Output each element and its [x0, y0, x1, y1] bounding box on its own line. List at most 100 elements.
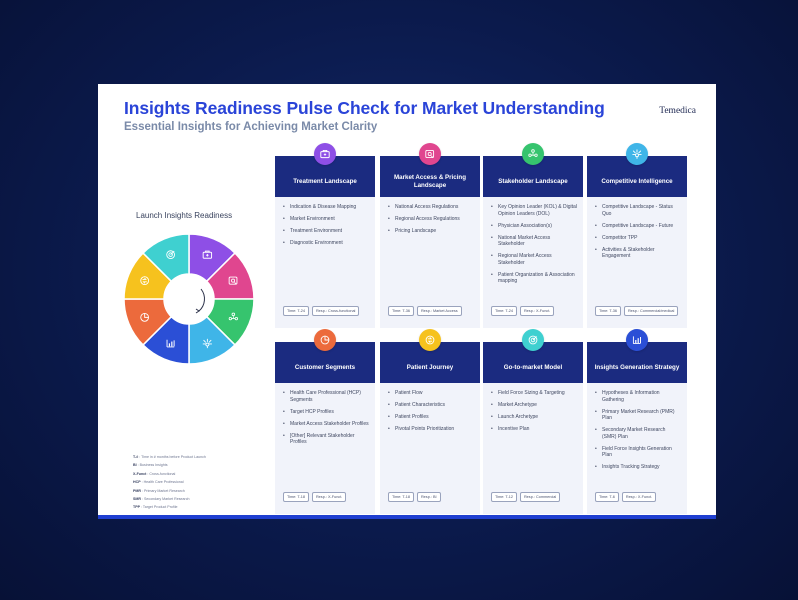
wheel-center	[165, 275, 213, 323]
legend-row: TPP : Target Product Profile	[133, 503, 206, 511]
card-item: Target HCP Profiles	[283, 409, 369, 416]
card-item: Competitive Landscape - Future	[595, 223, 681, 230]
document-sheet: Insights Readiness Pulse Check for Marke…	[98, 84, 716, 519]
card-item: Market Environment	[283, 216, 369, 223]
insight-card: Go-to-market ModelField Force Sizing & T…	[483, 329, 583, 514]
card-item: Key Opinion Leader (KOL) & Digital Opini…	[491, 204, 577, 217]
legend-term: X-Funct	[133, 471, 147, 476]
responsibility-tag: Resp.: X-Funct.	[621, 492, 657, 502]
card-item-list: Field Force Sizing & TargetingMarket Arc…	[491, 390, 577, 438]
time-tag: Time: T-36	[595, 306, 621, 316]
card-item: Field Force Sizing & Targeting	[491, 390, 577, 397]
card-item: Pricing Landscape	[388, 228, 474, 235]
legend-term: PMR	[133, 488, 141, 493]
card-item: Competitor TPP	[595, 235, 681, 242]
tag-icon	[419, 143, 441, 165]
spark-icon	[626, 143, 648, 165]
insight-card: Insights Generation StrategyHypotheses &…	[587, 329, 687, 514]
card-item-list: National Access RegulationsRegional Acce…	[388, 204, 474, 240]
card-item: Activities & Stakeholder Engagement	[595, 247, 681, 260]
time-tag: Time: T-18	[388, 492, 414, 502]
footer-bar	[98, 515, 716, 519]
legend-description: : Target Product Profile	[140, 505, 178, 510]
legend-row: SMR : Secondary Market Research	[133, 495, 206, 503]
card-item: Indication & Disease Mapping	[283, 204, 369, 211]
wheel-segment	[141, 233, 190, 283]
page-title: Insights Readiness Pulse Check for Marke…	[124, 98, 605, 118]
legend-description: : Cross-functional	[146, 471, 176, 476]
card-item-list: Hypotheses & Information GatheringPrimar…	[595, 390, 681, 476]
responsibility-tag: Resp.: Commercial	[519, 492, 561, 502]
legend-term: SMR	[133, 497, 141, 502]
card-item: Health Care Professional (HCP) Segments	[283, 390, 369, 403]
card-item: National Access Regulations	[388, 204, 474, 211]
card-item: Primary Market Research (PMR) Plan	[595, 409, 681, 422]
card-item: Pivotal Points Prioritization	[388, 426, 474, 433]
legend-term: T-#	[133, 455, 139, 459]
card-item: [Other] Relevant Stakeholder Profiles	[283, 433, 369, 446]
cycle-arrow-icon	[198, 288, 205, 312]
card-item-list: Patient FlowPatient CharacteristicsPatie…	[388, 390, 474, 438]
bag-icon	[314, 143, 336, 165]
chart-icon	[626, 329, 648, 351]
time-tag: Time: T-6	[595, 492, 619, 502]
card-item: National Market Access Stakeholder	[491, 235, 577, 248]
time-tag: Time: T-18	[283, 492, 309, 502]
insight-card: Customer SegmentsHealth Care Professiona…	[275, 329, 375, 514]
people-icon	[228, 312, 238, 321]
card-item: Competitive Landscape - Status Quo	[595, 204, 681, 217]
insight-card: Treatment LandscapeIndication & Disease …	[275, 143, 375, 328]
card-item: Physician Association(s)	[491, 223, 577, 230]
cycle-arrowhead-icon	[195, 308, 200, 314]
card-item: Incentive Plan	[491, 426, 577, 433]
card-item: Patient Profiles	[388, 414, 474, 421]
pie-icon	[140, 313, 150, 322]
card-item: Market Access Stakeholder Profiles	[283, 421, 369, 428]
people-icon	[522, 143, 544, 165]
time-tag: Time: T-36	[388, 306, 414, 316]
legend-description: : Business Insights	[136, 463, 168, 468]
legend-row: T-# : Time in # months before Product La…	[133, 453, 206, 461]
card-item-list: Competitive Landscape - Status QuoCompet…	[595, 204, 681, 265]
card-item: Market Archetype	[491, 402, 577, 409]
responsibility-tag: Resp.: Cross-functional	[311, 306, 360, 316]
card-item: Secondary Market Research (SMR) Plan	[595, 427, 681, 440]
time-tag: Time: T-24	[283, 306, 309, 316]
insight-card: Market Access & Pricing LandscapeNationa…	[380, 143, 480, 328]
target-icon	[522, 329, 544, 351]
insight-card: Competitive IntelligenceCompetitive Land…	[587, 143, 687, 328]
legend-description: : Primary Market Research	[141, 488, 185, 493]
card-item: Diagnostic Environment	[283, 240, 369, 247]
card-item: Patient Flow	[388, 390, 474, 397]
card-item-list: Indication & Disease MappingMarket Envir…	[283, 204, 369, 252]
card-item: Treatment Environment	[283, 228, 369, 235]
abbreviation-legend: T-# : Time in # months before Product La…	[133, 453, 206, 512]
legend-description: : Health Care Professional	[140, 480, 184, 485]
route-icon	[419, 329, 441, 351]
chart-icon	[166, 339, 175, 348]
wheel-title: Launch Insights Readiness	[136, 211, 233, 220]
legend-term: TPP	[133, 505, 140, 510]
time-tag: Time: T-12	[491, 492, 517, 502]
responsibility-tag: Resp.: Commercial/medical	[623, 306, 679, 316]
responsibility-tag: Resp.: Market Access	[416, 306, 462, 316]
bag-icon	[202, 250, 213, 259]
card-item-list: Key Opinion Leader (KOL) & Digital Opini…	[491, 204, 577, 290]
legend-term: HCP	[133, 480, 141, 485]
target-icon	[166, 250, 175, 260]
legend-description: : Time in # months before Product Launch	[138, 455, 206, 459]
responsibility-tag: Resp.: BI	[416, 492, 441, 502]
card-item: Regional Access Regulations	[388, 216, 474, 223]
legend-description: : Secondary Market Research	[141, 497, 190, 502]
pie-icon	[314, 329, 336, 351]
legend-row: BI : Business Insights	[133, 461, 206, 469]
legend-row: X-Funct : Cross-functional	[133, 470, 206, 478]
card-item: Hypotheses & Information Gathering	[595, 390, 681, 403]
responsibility-tag: Resp.: X-Funct.	[519, 306, 555, 316]
